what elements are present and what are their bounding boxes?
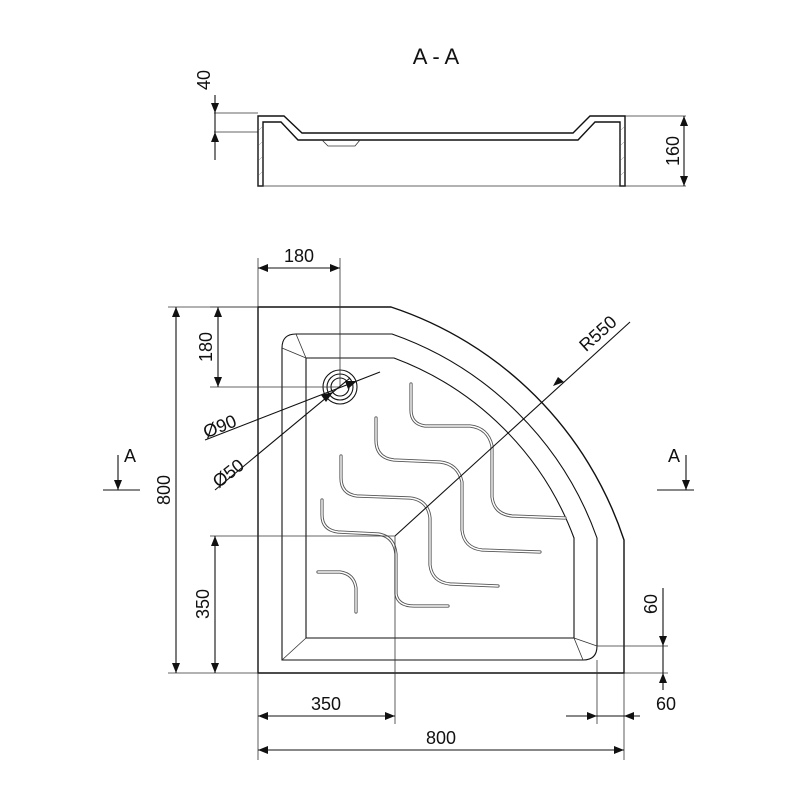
dim-bottom-350: 350 bbox=[311, 694, 341, 714]
section-hatch bbox=[258, 126, 625, 176]
dim-drain-inner: Ø50 bbox=[209, 455, 248, 492]
dim-height-800: 800 bbox=[154, 475, 174, 505]
dim-radius: R550 bbox=[575, 312, 620, 356]
dim-drain-y: 180 bbox=[196, 332, 216, 362]
dim-right-60-vertical: 60 bbox=[641, 594, 661, 614]
plan-view: 180 180 Ø90 Ø50 R550 800 350 bbox=[103, 246, 694, 760]
dim-rim-height: 40 bbox=[194, 70, 214, 90]
section-mark-left: A bbox=[124, 446, 136, 466]
tray-rim bbox=[281, 333, 598, 661]
anti-slip-ribs bbox=[316, 382, 567, 614]
section-mark-right: A bbox=[668, 446, 680, 466]
dim-width-800: 800 bbox=[426, 728, 456, 748]
tray-outer-outline bbox=[257, 306, 625, 674]
dim-drain-x: 180 bbox=[284, 246, 314, 266]
tray-floor bbox=[305, 357, 575, 639]
dim-total-height: 160 bbox=[663, 136, 683, 166]
dim-left-350: 350 bbox=[193, 589, 213, 619]
section-view: A - A 40 160 bbox=[194, 44, 688, 187]
dim-right-60-horizontal: 60 bbox=[656, 694, 676, 714]
section-title: A - A bbox=[413, 44, 460, 69]
dim-drain-outer: Ø90 bbox=[200, 411, 239, 442]
section-profile bbox=[257, 115, 626, 187]
